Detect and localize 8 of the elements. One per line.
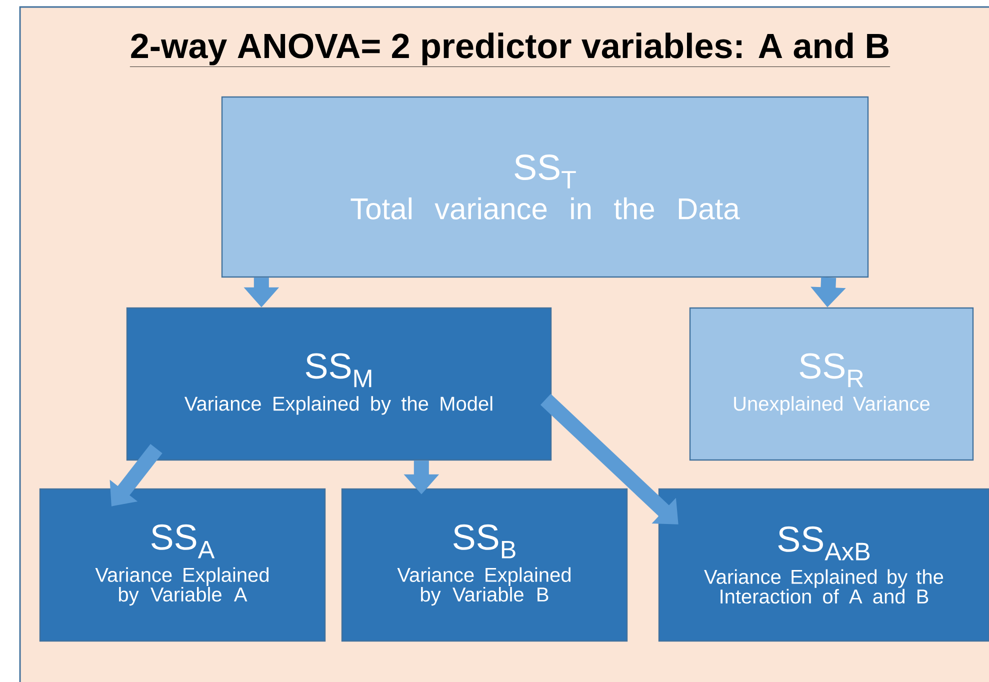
box: SS$_{T}$ Total variance in the Data [221,96,869,278]
box: SS$_{B}$ Variance Explained by Variable B [341,488,628,642]
box: SS$_{AxB}$ Variance Explained by the Interaction of A and B [658,488,989,642]
title: 2-way ANOVA= 2 predictor variables: A and B [130,32,890,67]
box: SS$_{M}$ Variance Explained by the Model [126,307,552,461]
block-arrow [540,394,678,524]
box: SS$_{A}$ Variance Explained by Variable A [39,488,326,642]
box: SS$_{R}$ Unexplained Variance [689,307,974,461]
